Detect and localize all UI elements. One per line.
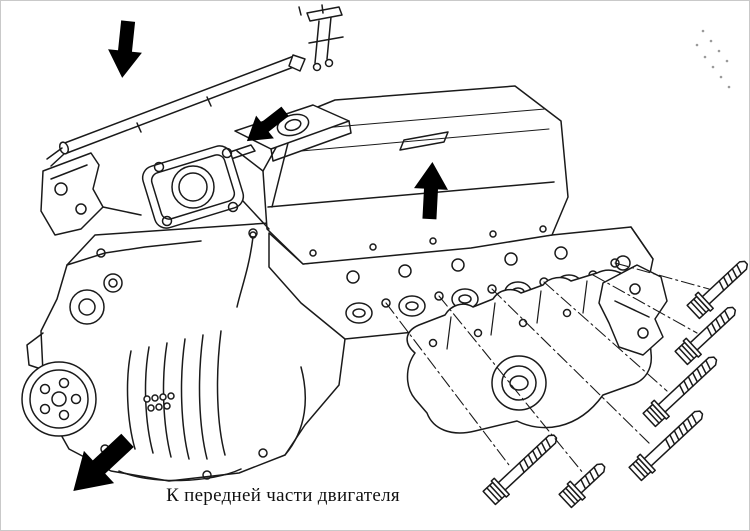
carburetor-flange [141,145,270,230]
bolt [557,456,612,510]
arrow-front-of-engine-icon [73,433,134,491]
bolt [685,254,749,321]
fuel-rail [46,54,306,167]
crank-pulley [21,361,97,437]
casting-ribs [126,350,136,450]
dipstick [236,236,254,308]
bolt [641,349,724,429]
exhaust-manifold [406,269,656,434]
valve-cover-pad [399,131,449,151]
top-bracket [298,4,344,72]
cast-mark [143,392,175,412]
bolt [481,427,564,507]
print-speckles [695,29,731,89]
arrow-fuel-rail-icon [108,20,142,78]
valve-cover [262,85,569,265]
water-pump [69,273,123,325]
alignment-dashed-lines [385,262,710,474]
mount-bracket [40,152,142,236]
arrow-valve-cover-icon [414,162,448,220]
figure-caption: К передней части двигателя [166,485,400,506]
arrow-intake-flange-icon [246,106,289,142]
